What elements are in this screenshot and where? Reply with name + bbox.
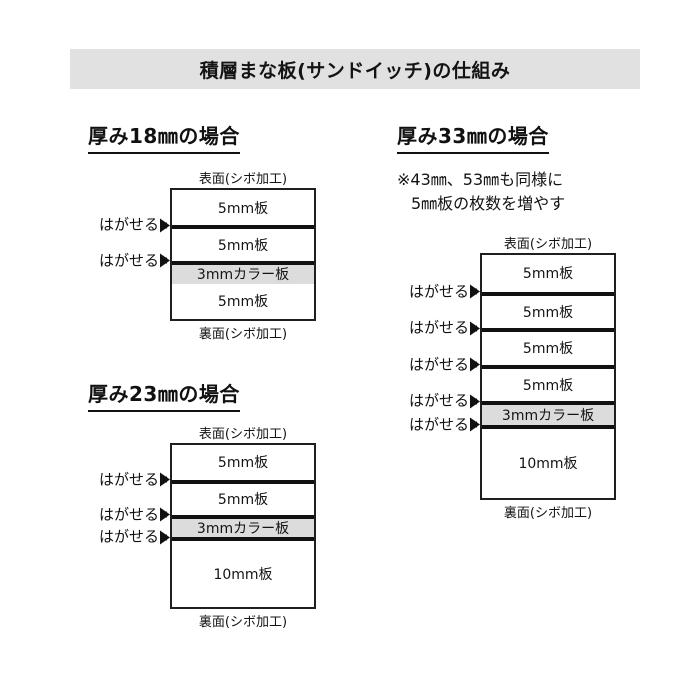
layer-5mm板: 5mm板 bbox=[172, 445, 314, 480]
peel-label-text: はがせる bbox=[98, 527, 159, 546]
layer-label: 5mm板 bbox=[522, 341, 574, 358]
diagram-thickness-23: 表面(シボ加工) 5mm板 5mm板 3mmカラー板 10mm板 裏面(シボ加工) bbox=[170, 427, 316, 630]
layer-5mm板: 5mm板 bbox=[172, 283, 314, 319]
layer-label: 5mm板 bbox=[217, 455, 269, 472]
right-arrow-icon bbox=[160, 472, 170, 487]
peel-label-text: はがせる bbox=[98, 215, 159, 234]
right-arrow-icon bbox=[470, 284, 480, 299]
front-face-label-23: 表面(シボ加工) bbox=[198, 427, 288, 442]
peel-label-text: はがせる bbox=[408, 415, 469, 434]
right-arrow-icon bbox=[160, 253, 170, 268]
right-arrow-icon bbox=[160, 530, 170, 545]
peel-label: はがせる bbox=[82, 215, 170, 234]
layer-10mm板: 10mm板 bbox=[482, 424, 614, 498]
layer-5mm板: 5mm板 bbox=[482, 328, 614, 365]
layer-5mm板: 5mm板 bbox=[482, 291, 614, 329]
layer-label: 5mm板 bbox=[217, 294, 269, 311]
layer-5mm板: 5mm板 bbox=[172, 190, 314, 226]
layer-stack-33: 5mm板 5mm板 5mm板 5mm板 3mmカラー板 10mm板 bbox=[480, 253, 616, 500]
layer-label: 5mm板 bbox=[522, 378, 574, 395]
heading-thickness-33: 厚み33㎜の場合 bbox=[397, 120, 549, 154]
layer-label: 5mm板 bbox=[217, 200, 269, 217]
layer-label: 5mm板 bbox=[522, 304, 574, 321]
front-face-label-33: 表面(シボ加工) bbox=[503, 237, 593, 252]
right-arrow-icon bbox=[160, 218, 170, 233]
layer-5mm板: 5mm板 bbox=[482, 255, 614, 292]
right-arrow-icon bbox=[160, 507, 170, 522]
peel-label: はがせる bbox=[392, 318, 480, 337]
right-arrow-icon bbox=[470, 357, 480, 372]
page-title: 積層まな板(サンドイッチ)の仕組み bbox=[199, 59, 511, 82]
peel-label-text: はがせる bbox=[408, 355, 469, 374]
layer-stack-18: 5mm板 5mm板 3mmカラー板 5mm板 bbox=[170, 188, 316, 321]
layer-label: 3mmカラー板 bbox=[196, 267, 290, 284]
layer-5mm板: 5mm板 bbox=[172, 225, 314, 261]
peel-label: はがせる bbox=[82, 253, 170, 268]
note-line-1: ※43㎜、53㎜も同様に bbox=[397, 170, 564, 189]
peel-label: はがせる bbox=[392, 391, 480, 410]
peel-label: はがせる bbox=[392, 417, 480, 432]
right-arrow-icon bbox=[470, 321, 480, 336]
layer-label: 10mm板 bbox=[213, 567, 273, 584]
note-thickness-33: ※43㎜、53㎜も同様に 5㎜板の枚数を増やす bbox=[397, 168, 565, 216]
layer-5mm板: 5mm板 bbox=[172, 479, 314, 515]
layer-label: 3mmカラー板 bbox=[196, 520, 290, 537]
layer-label: 5mm板 bbox=[217, 238, 269, 255]
diagram-thickness-18: 表面(シボ加工) 5mm板 5mm板 3mmカラー板 5mm板 裏面(シボ加工) bbox=[170, 172, 316, 342]
peel-label-text: はがせる bbox=[98, 251, 159, 270]
diagram-thickness-33: 表面(シボ加工) 5mm板 5mm板 5mm板 5mm板 3mmカラー板 10mm板 裏面… bbox=[480, 237, 616, 521]
peel-label: はがせる bbox=[82, 472, 170, 487]
layer-stack-23: 5mm板 5mm板 3mmカラー板 10mm板 bbox=[170, 443, 316, 609]
header-banner: 積層まな板(サンドイッチ)の仕組み bbox=[70, 49, 640, 89]
peel-label: はがせる bbox=[392, 284, 480, 299]
right-arrow-icon bbox=[470, 417, 480, 432]
layer-label: 5mm板 bbox=[522, 266, 574, 283]
layer-label: 3mmカラー板 bbox=[501, 408, 595, 425]
front-face-label-18: 表面(シボ加工) bbox=[198, 172, 288, 187]
peel-label-text: はがせる bbox=[408, 391, 469, 410]
note-line-2: 5㎜板の枚数を増やす bbox=[411, 194, 566, 213]
peel-label-text: はがせる bbox=[408, 282, 469, 301]
peel-label: はがせる bbox=[82, 527, 170, 546]
layer-5mm板: 5mm板 bbox=[482, 364, 614, 402]
peel-label-text: はがせる bbox=[98, 505, 159, 524]
peel-label: はがせる bbox=[392, 357, 480, 372]
layer-label: 10mm板 bbox=[518, 456, 578, 473]
back-face-label-23: 裏面(シボ加工) bbox=[198, 615, 288, 630]
back-face-label-18: 裏面(シボ加工) bbox=[198, 327, 288, 342]
layer-3mmカラー板: 3mmカラー板 bbox=[172, 514, 314, 538]
layer-3mmカラー板: 3mmカラー板 bbox=[482, 401, 614, 425]
heading-thickness-18: 厚み18㎜の場合 bbox=[88, 120, 240, 154]
layer-10mm板: 10mm板 bbox=[172, 537, 314, 607]
layer-label: 5mm板 bbox=[217, 492, 269, 509]
peel-label: はがせる bbox=[82, 507, 170, 522]
peel-label-text: はがせる bbox=[98, 470, 159, 489]
heading-thickness-23: 厚み23㎜の場合 bbox=[88, 378, 240, 412]
right-arrow-icon bbox=[470, 394, 480, 409]
peel-label-text: はがせる bbox=[408, 318, 469, 337]
back-face-label-33: 裏面(シボ加工) bbox=[503, 506, 593, 521]
layer-3mmカラー板: 3mmカラー板 bbox=[172, 260, 314, 284]
